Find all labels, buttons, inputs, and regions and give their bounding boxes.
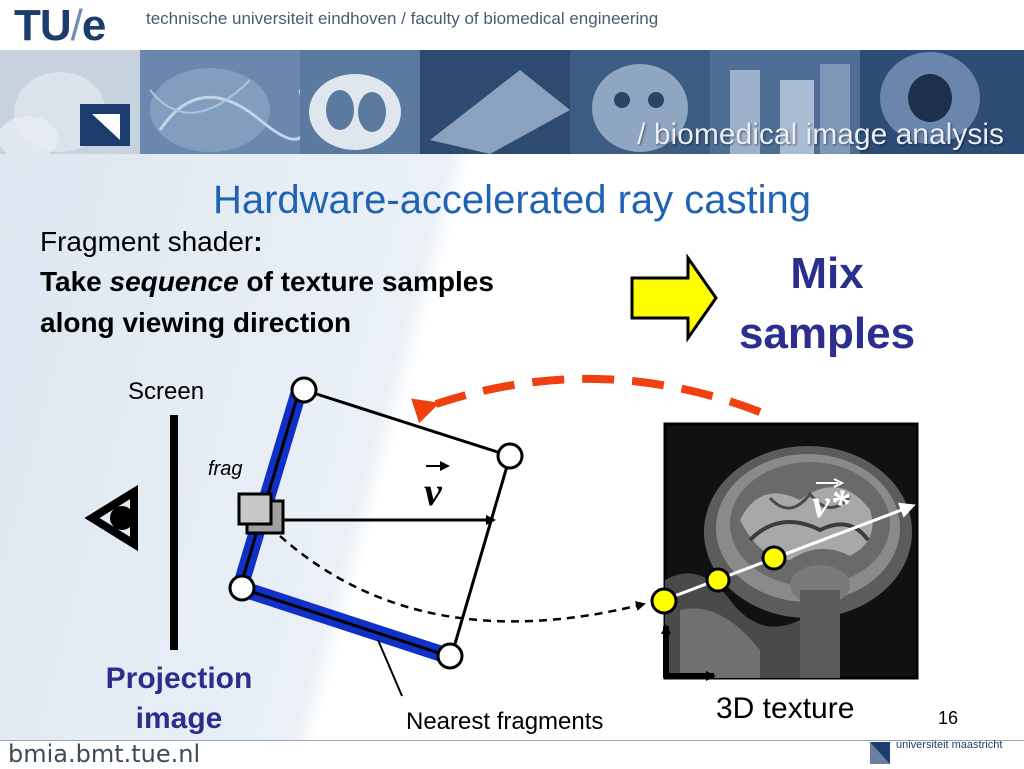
eye-icon: [84, 484, 138, 552]
fragment-shader-heading: Fragment shader:: [40, 226, 263, 258]
projection-edge-vertical-core: [238, 387, 302, 589]
v-label: v: [424, 469, 442, 514]
nearest-pointer-line: [377, 639, 403, 697]
vstar-label: v*: [812, 481, 850, 526]
vertex-bottom-left: [228, 574, 256, 602]
image-line: image: [135, 702, 223, 735]
sample-point-1: [650, 587, 678, 615]
footer-url[interactable]: bmia.bmt.tue.nl: [8, 740, 201, 768]
banner-image-strip: / biomedical image analysis: [0, 50, 1024, 154]
mapping-curve-arrow: [279, 535, 646, 623]
slice-edge-right: [450, 455, 512, 655]
take-text: Take: [40, 266, 110, 297]
slide-title: Hardware-accelerated ray casting: [212, 178, 812, 222]
footer-bar: [0, 740, 1024, 769]
projection-image-label: Projection image: [84, 659, 274, 739]
fragment-shader-colon: :: [253, 226, 263, 257]
logo-e: e: [81, 1, 107, 50]
banner-title: / biomedical image analysis: [637, 118, 1004, 151]
sequence-text: sequence: [109, 266, 239, 297]
vertex-top-left: [290, 376, 318, 404]
texture-image: [663, 422, 919, 680]
university-maastricht-label: universiteit maastricht: [896, 739, 1003, 751]
fragment-description-line: Take sequence of texture samples: [40, 266, 494, 298]
sample-point-2: [705, 567, 731, 593]
viewing-direction-line: along viewing direction: [40, 307, 352, 338]
samples-line: samples: [738, 309, 916, 358]
mix-samples-label: Mix samples: [712, 244, 942, 364]
ray-direction-arrow: [663, 502, 916, 602]
nearest-fragments-label: Nearest fragments: [406, 708, 604, 735]
mix-line: Mix: [790, 249, 864, 298]
um-logo-icon: [870, 742, 890, 764]
projection-edge-bottom-core: [239, 586, 449, 658]
page-number: 16: [938, 708, 959, 728]
frag-label: frag: [208, 458, 243, 480]
header-bar: [0, 0, 1024, 50]
texture-label: 3D texture: [716, 692, 855, 725]
fragment-square-front: [237, 492, 273, 526]
projection-line: Projection: [105, 662, 253, 695]
banner-collage: [0, 50, 1024, 154]
logo-slash: /: [70, 1, 83, 50]
mix-arrow: [630, 253, 718, 343]
vertex-bottom-right: [436, 642, 464, 670]
sample-point-3: [761, 545, 787, 571]
fragment-shader-text: Fragment shader: [40, 226, 254, 257]
tue-logo: TU/e: [14, 1, 107, 50]
vertex-top-right: [496, 442, 524, 470]
institution-name: technische universiteit eindhoven / facu…: [146, 9, 659, 28]
slice-edge-top: [303, 388, 511, 458]
feedback-dashed-arrow: [411, 374, 762, 424]
screen-label: Screen: [128, 378, 205, 405]
texture-samples-text: of texture samples: [238, 266, 494, 297]
logo-tu-text: TU: [14, 1, 72, 50]
